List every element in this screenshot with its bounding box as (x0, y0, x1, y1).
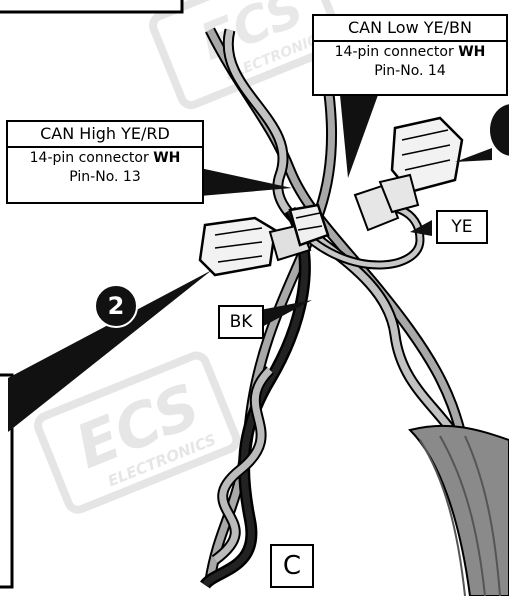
callout-can-high-pin: Pin-No. 13 (69, 169, 141, 185)
callout-can-low-connector: 14-pin connector WH (314, 42, 506, 63)
callout-can-high-title: CAN High YE/RD (8, 122, 202, 148)
connector-prefix: 14-pin connector (29, 150, 154, 166)
tag-ye: YE (436, 210, 488, 244)
connector-center (288, 203, 330, 247)
pointer-can-high (200, 168, 292, 196)
pointer-bk (260, 300, 312, 328)
top-left-frame (0, 0, 184, 14)
connector-right (353, 116, 464, 232)
connector-code: WH (458, 44, 486, 60)
callout-can-high: CAN High YE/RD 14-pin connector WH Pin-N… (6, 120, 204, 204)
right-badge-partial (490, 104, 509, 156)
callout-can-low-pin: Pin-No. 14 (374, 63, 446, 79)
watermark-top: ECS ELECTRONICS (149, 0, 345, 110)
pointer-ye (410, 220, 432, 236)
reference-label-c: C (270, 544, 314, 588)
cable-bundle (408, 424, 509, 596)
pointer-can-low (340, 95, 378, 178)
pointer-right-badge (455, 148, 492, 162)
callout-can-low-title: CAN Low YE/BN (314, 16, 506, 42)
callout-can-low: CAN Low YE/BN 14-pin connector WH Pin-No… (312, 14, 508, 96)
connector-prefix: 14-pin connector (334, 44, 459, 60)
connector-code: WH (153, 150, 181, 166)
callout-can-high-connector: 14-pin connector WH (8, 148, 202, 169)
pointer-step-2 (8, 270, 212, 432)
step-badge-2: 2 (94, 284, 138, 328)
tag-bk: BK (218, 305, 264, 339)
